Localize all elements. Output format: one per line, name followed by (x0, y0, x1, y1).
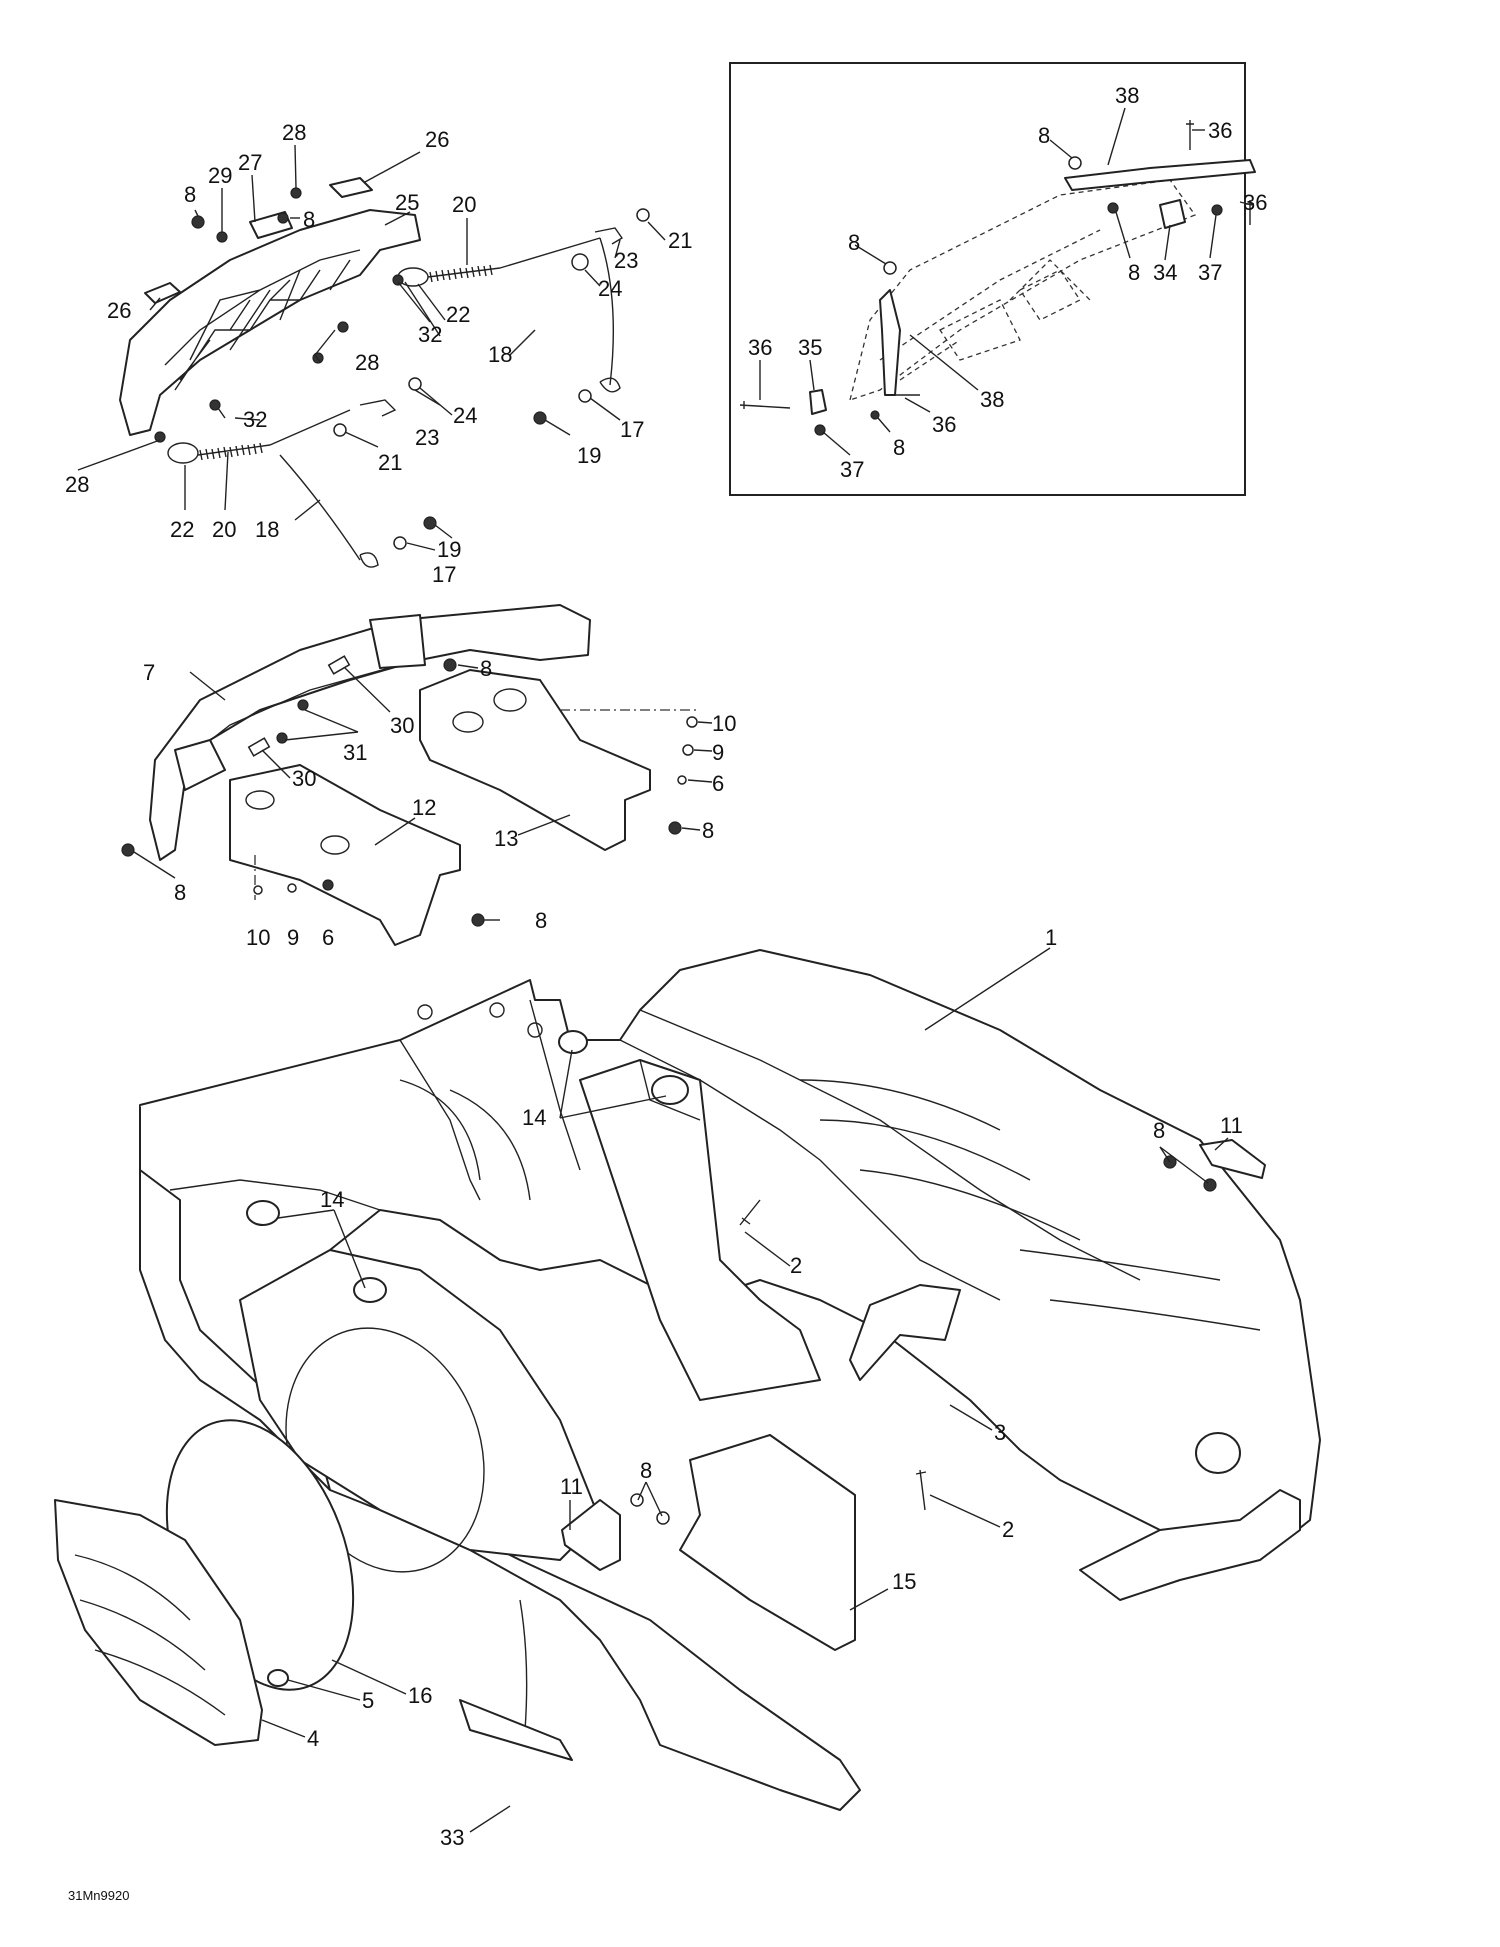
callout-30: 30 (292, 766, 316, 791)
callout-12: 12 (412, 795, 436, 820)
callout-19: 19 (577, 443, 601, 468)
callout-6: 6 (322, 925, 334, 950)
callout-35: 35 (798, 335, 822, 360)
callout-23: 23 (614, 248, 638, 273)
callout-11: 11 (560, 1474, 583, 1499)
callout-10: 10 (712, 711, 736, 736)
callout-29: 29 (208, 163, 232, 188)
callout-8: 8 (893, 435, 905, 460)
callout-28: 28 (65, 472, 89, 497)
callout-8: 8 (535, 908, 547, 933)
callout-36: 36 (748, 335, 772, 360)
callout-38: 38 (1115, 83, 1139, 108)
callout-21: 21 (668, 228, 692, 253)
callout-10: 10 (246, 925, 270, 950)
callout-27: 27 (238, 150, 262, 175)
callout-28: 28 (355, 350, 379, 375)
rear-bumper-upper-assembly (119, 177, 650, 568)
callout-21: 21 (378, 450, 402, 475)
callout-34: 34 (1153, 260, 1177, 285)
callout-18: 18 (488, 342, 512, 367)
callout-16: 16 (408, 1683, 432, 1708)
callout-1: 1 (1045, 925, 1057, 950)
figure-code: 31Mn9920 (68, 1888, 129, 1903)
callout-36: 36 (932, 412, 956, 437)
callout-22: 22 (170, 517, 194, 542)
rear-bumper-and-supports (121, 604, 700, 946)
callout-labels: 1 2 2 3 4 5 16 15 33 14 14 8 11 8 11 7 8… (65, 83, 1267, 1850)
callout-15: 15 (892, 1569, 916, 1594)
callout-31: 31 (343, 740, 367, 765)
callout-38: 38 (980, 387, 1004, 412)
callout-24: 24 (598, 276, 622, 301)
callout-8: 8 (184, 182, 196, 207)
callout-36: 36 (1208, 118, 1232, 143)
callout-2: 2 (1002, 1517, 1014, 1542)
callout-36: 36 (1243, 190, 1267, 215)
callout-8: 8 (480, 656, 492, 681)
leader-lines (77, 107, 1253, 1833)
tunnel-body-assembly (54, 949, 1321, 1811)
callout-30: 30 (390, 713, 414, 738)
callout-22: 22 (446, 302, 470, 327)
callout-14: 14 (320, 1187, 344, 1212)
callout-8: 8 (1153, 1118, 1165, 1143)
callout-7: 7 (143, 660, 155, 685)
callout-11: 11 (1220, 1113, 1243, 1138)
callout-25: 25 (395, 190, 419, 215)
callout-32: 32 (418, 322, 442, 347)
callout-19: 19 (437, 537, 461, 562)
callout-37: 37 (1198, 260, 1222, 285)
callout-9: 9 (712, 740, 724, 765)
callout-26: 26 (107, 298, 131, 323)
callout-2: 2 (790, 1253, 802, 1278)
callout-8: 8 (1128, 260, 1140, 285)
callout-23: 23 (415, 425, 439, 450)
callout-37: 37 (840, 457, 864, 482)
callout-8: 8 (640, 1458, 652, 1483)
callout-14: 14 (522, 1105, 546, 1130)
callout-8: 8 (848, 230, 860, 255)
callout-20: 20 (212, 517, 236, 542)
callout-17: 17 (620, 417, 644, 442)
callout-4: 4 (307, 1726, 319, 1751)
inset-rear-bumper-assembly (729, 62, 1256, 496)
callout-18: 18 (255, 517, 279, 542)
callout-26: 26 (425, 127, 449, 152)
callout-28: 28 (282, 120, 306, 145)
callout-3: 3 (994, 1420, 1006, 1445)
callout-5: 5 (362, 1688, 374, 1713)
callout-13: 13 (494, 826, 518, 851)
callout-20: 20 (452, 192, 476, 217)
callout-8: 8 (702, 818, 714, 843)
callout-33: 33 (440, 1825, 464, 1850)
callout-17: 17 (432, 562, 456, 587)
callout-24: 24 (453, 403, 477, 428)
callout-9: 9 (287, 925, 299, 950)
callout-6: 6 (712, 771, 724, 796)
callout-32: 32 (243, 407, 267, 432)
callout-8: 8 (1038, 123, 1050, 148)
callout-8: 8 (174, 880, 186, 905)
callout-8: 8 (303, 207, 315, 232)
